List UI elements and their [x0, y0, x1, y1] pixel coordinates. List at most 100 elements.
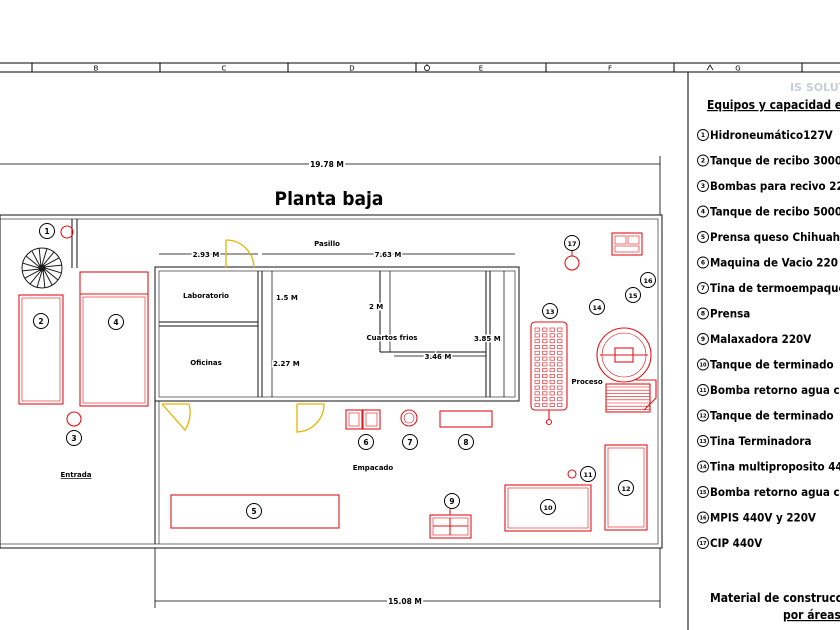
perforation	[557, 327, 563, 332]
legend-item-text: Prensa queso Chihuah	[710, 230, 840, 244]
perforation	[557, 345, 563, 349]
perforation	[542, 356, 548, 361]
dimension-pasillo-width: 7.63 M	[375, 251, 402, 259]
equipment	[18, 225, 657, 539]
legend-item-text: Tina multiproposito 44	[710, 460, 840, 474]
legend-footer-line2: por áreas	[783, 608, 840, 622]
perforation	[534, 333, 540, 338]
stair-step	[38, 248, 42, 266]
svg-text:9: 9	[701, 336, 705, 343]
equipment-marker-15: 15	[625, 287, 641, 303]
svg-text:1: 1	[701, 132, 705, 139]
perforation	[557, 397, 563, 402]
perforation	[534, 339, 540, 344]
stair-step	[43, 257, 60, 267]
perforation	[557, 333, 563, 338]
room-label-pasillo: Pasillo	[314, 240, 340, 248]
svg-text:13: 13	[700, 439, 707, 445]
perforation	[542, 339, 548, 344]
legend-item-text: Bomba retorno agua c	[710, 485, 840, 499]
stair-step	[41, 248, 48, 266]
perforation	[542, 397, 548, 402]
building-walls	[0, 214, 663, 549]
room-label-laboratorio: Laboratorio	[183, 292, 229, 300]
perforation	[534, 379, 540, 384]
stair-step	[31, 250, 41, 267]
svg-text:15: 15	[700, 490, 707, 496]
perforation	[557, 379, 563, 384]
equipment-marker-9: 9	[444, 493, 460, 509]
dimension-overall	[0, 156, 661, 215]
equipment-marker-17: 17	[564, 235, 580, 251]
room-label-entrada: Entrada	[60, 471, 91, 479]
legend-item-text: Tina Terminadora	[710, 434, 811, 448]
perforation	[534, 385, 540, 390]
dimension-office-height: 2.27 M	[273, 360, 300, 368]
stair-step	[44, 264, 62, 268]
svg-text:6: 6	[363, 438, 368, 447]
legend-item-text: Tina de termoempaque	[710, 281, 840, 295]
svg-text:8: 8	[463, 438, 468, 447]
svg-text:16: 16	[700, 516, 707, 522]
stair-step	[22, 268, 40, 272]
legend-item-text: Bomba retorno agua c	[710, 383, 840, 397]
legend-item-text: Tanque de terminado	[710, 409, 834, 423]
room-label-oficinas: Oficinas	[190, 359, 222, 367]
perforation	[542, 368, 548, 373]
grid-ruler	[0, 62, 840, 73]
legend-item-text: MPIS 440V y 220V	[710, 511, 816, 525]
legend-item-9: 9 Malaxadora 220V	[697, 332, 811, 346]
equipment-marker-4: 4	[108, 314, 124, 330]
svg-text:13: 13	[545, 308, 554, 316]
perforation	[549, 339, 555, 344]
perforation	[542, 379, 548, 384]
equipment-marker-12: 12	[618, 480, 634, 496]
perforation	[549, 350, 555, 355]
perforation	[534, 403, 540, 407]
perforation	[534, 397, 540, 402]
perforation	[549, 379, 555, 384]
equipment-marker-14: 14	[589, 299, 605, 315]
perforation	[557, 350, 563, 355]
perforation	[534, 374, 540, 378]
perforation	[549, 391, 555, 396]
svg-text:12: 12	[621, 485, 630, 493]
dimension-cold-inner: 2 M	[369, 303, 383, 311]
stair-step	[36, 270, 43, 288]
grid-col-b: B	[94, 65, 99, 73]
equipment-marker-11: 11	[580, 466, 596, 482]
svg-text:7: 7	[407, 438, 412, 447]
perforation	[542, 362, 548, 367]
stair-step	[24, 269, 41, 279]
grid-col-e: E	[479, 65, 483, 73]
stair-step	[44, 267, 62, 274]
equipment-marker-3: 3	[66, 430, 82, 446]
room-label-cuartos-frios: Cuartos frios	[367, 334, 418, 342]
svg-text:14: 14	[592, 304, 602, 312]
svg-text:3: 3	[701, 183, 705, 190]
watermark-text: IS SOLUT	[790, 81, 840, 94]
perforation	[549, 374, 555, 378]
plan-title: Planta baja	[275, 188, 384, 210]
svg-text:1: 1	[44, 227, 49, 236]
svg-text:2: 2	[701, 158, 705, 165]
perforation	[534, 356, 540, 361]
perforation	[549, 362, 555, 367]
perforation	[542, 385, 548, 390]
legend-item-text: Malaxadora 220V	[710, 332, 811, 346]
equipment-marker-6: 6	[358, 434, 374, 450]
perforation	[542, 350, 548, 355]
legend-item-text: Hidroneumático127V	[710, 128, 833, 142]
svg-text:11: 11	[700, 388, 707, 394]
perforation	[542, 327, 548, 332]
equipment-marker-8: 8	[458, 434, 474, 450]
